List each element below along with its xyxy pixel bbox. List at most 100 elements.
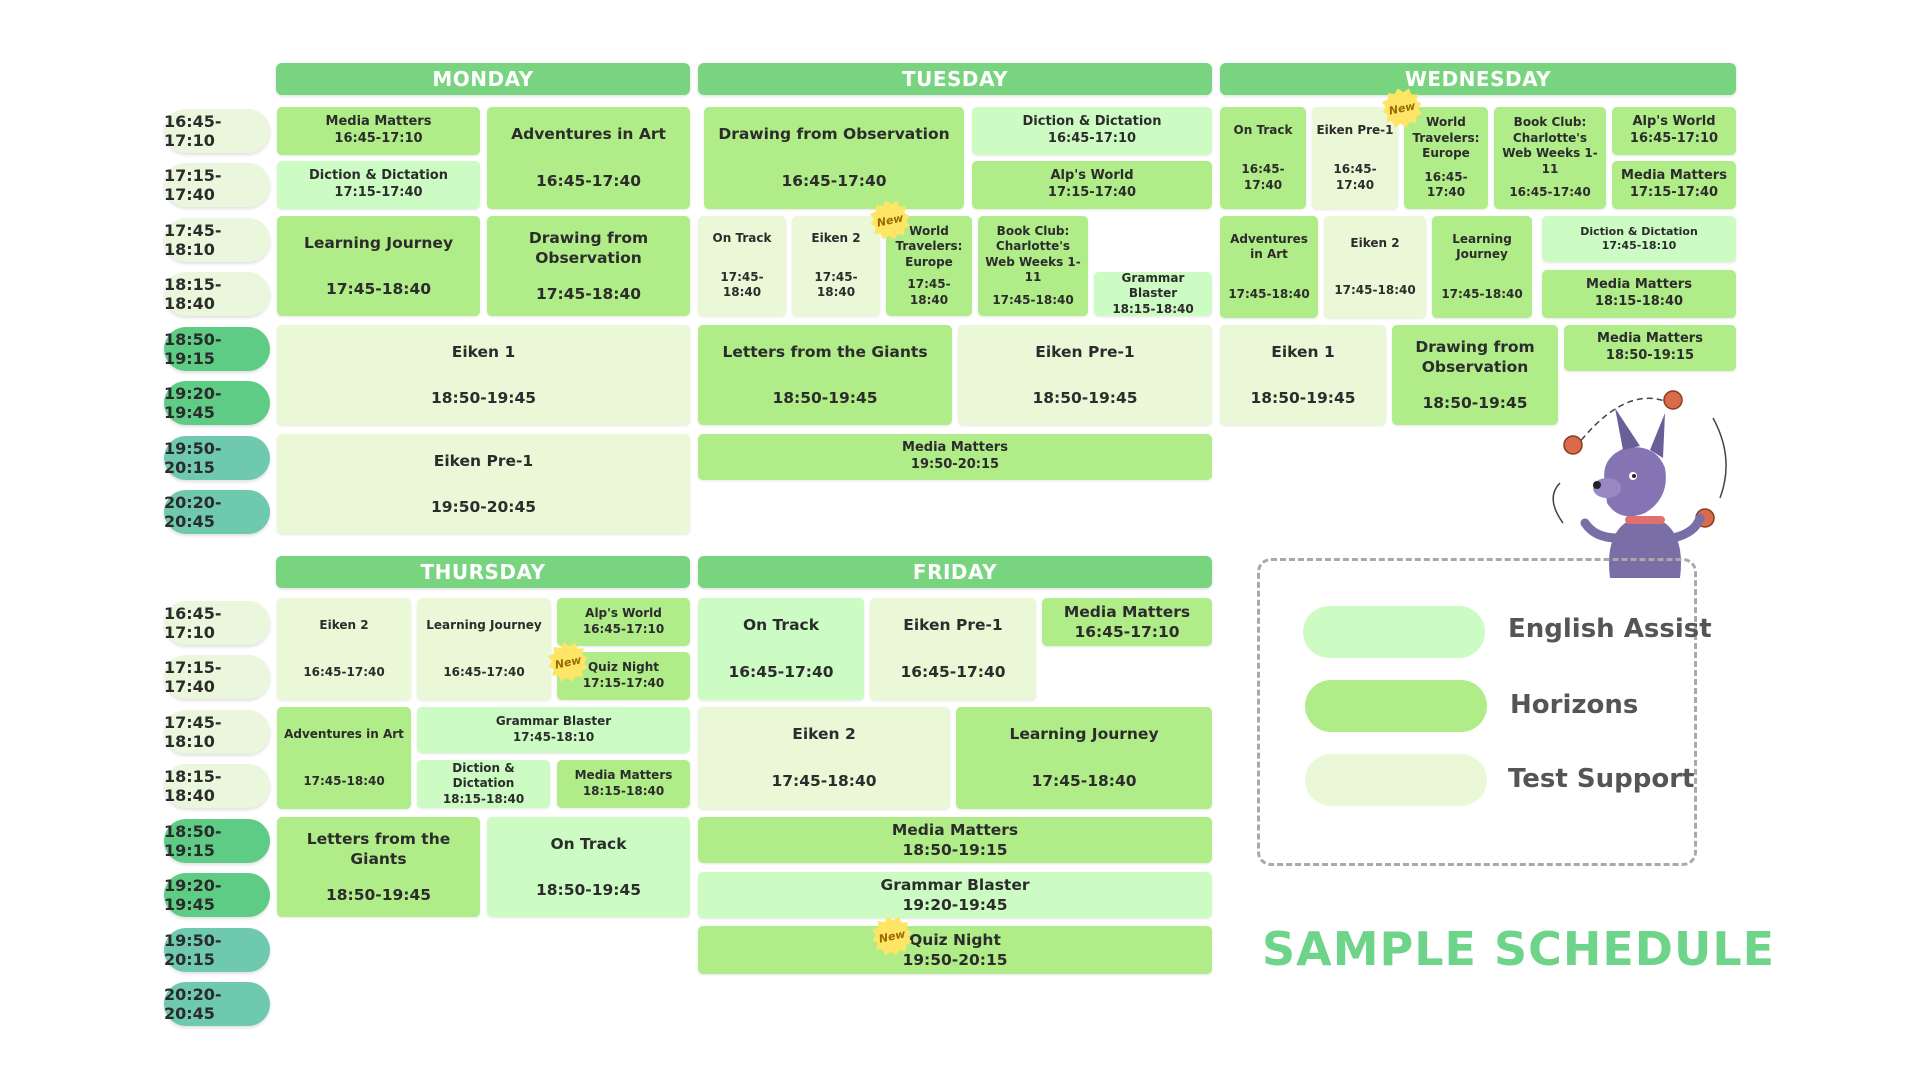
class-media-matters[interactable]: Media Matters 19:50-20:15 [698,434,1212,480]
class-book-club[interactable]: Book Club: Charlotte's Web Weeks 1-11 16… [1494,107,1606,209]
class-time: 18:50-19:15 [1605,348,1695,363]
time-slot: 16:45-17:10 [164,601,270,645]
legend-box [1257,558,1697,866]
class-eiken-2[interactable]: Eiken 2 17:45-18:40 [792,216,880,316]
class-title: World Travelers: Europe [895,223,963,269]
class-letters-from-the-giants[interactable]: Letters from the Giants 18:50-19:45 [698,325,952,425]
class-title: Adventures in Art [1230,231,1308,262]
class-media-matters[interactable]: Media Matters 16:45-17:10 [1042,598,1212,646]
class-time: 18:50-19:45 [325,885,432,904]
class-time: 18:50-19:45 [772,388,878,407]
class-diction-dictation[interactable]: Diction & Dictation 16:45-17:10 [972,107,1212,155]
class-media-matters[interactable]: Media Matters 18:15-18:40 [1542,270,1736,318]
legend-swatch-horizons [1305,680,1487,732]
class-title: Diction & Dictation [452,760,515,791]
time-slot: 18:15-18:40 [164,272,270,316]
class-media-matters[interactable]: Media Matters 18:15-18:40 [557,760,690,808]
legend-label-english-assist: English Assist [1508,614,1712,644]
class-grammar-blaster[interactable]: Grammar Blaster 18:15-18:40 [1094,272,1212,316]
legend-label-test-support: Test Support [1508,764,1695,794]
class-diction-dictation[interactable]: Diction & Dictation 18:15-18:40 [417,760,550,808]
time-slot: 20:20-20:45 [164,982,270,1026]
class-time: 16:45-17:40 [1424,169,1468,200]
class-eiken-pre-1[interactable]: Eiken Pre-1 16:45-17:40 [1312,107,1398,209]
class-learning-journey[interactable]: Learning Journey 17:45-18:40 [956,707,1212,809]
class-title: On Track [742,616,820,635]
class-eiken-1[interactable]: Eiken 1 18:50-19:45 [1220,325,1386,425]
class-time: 17:45-18:40 [1441,286,1523,301]
time-slot: 17:45-18:10 [164,710,270,754]
class-media-matters[interactable]: Media Matters 16:45-17:10 [277,107,480,155]
class-alps-world[interactable]: Alp's World 16:45-17:10 [1612,107,1736,155]
class-eiken-2[interactable]: Eiken 2 17:45-18:40 [1324,216,1426,318]
class-on-track[interactable]: On Track 17:45-18:40 [698,216,786,316]
class-title: Adventures in Art [284,726,404,741]
class-time: 17:45-18:40 [907,277,951,307]
class-title: Eiken 1 [451,342,516,361]
class-title: Media Matters [325,114,432,130]
class-title: Book Club: Charlotte's Web Weeks 1-11 [985,223,1081,285]
class-media-matters[interactable]: Media Matters 17:15-17:40 [1612,161,1736,209]
time-slot: 18:50-19:15 [164,327,270,371]
class-alps-world[interactable]: Alp's World 16:45-17:10 [557,598,690,646]
class-adventures-in-art[interactable]: Adventures in Art 17:45-18:40 [277,707,411,809]
class-time: 16:45-17:40 [728,663,834,682]
class-learning-journey[interactable]: Learning Journey 17:45-18:40 [277,216,480,316]
class-adventures-in-art[interactable]: Adventures in Art 16:45-17:40 [487,107,690,209]
class-title: Eiken 2 [792,725,856,744]
class-learning-journey[interactable]: Learning Journey 16:45-17:40 [417,598,551,700]
class-world-travelers-europe[interactable]: World Travelers: Europe 17:45-18:40 [886,216,972,316]
class-grammar-blaster[interactable]: Grammar Blaster 17:45-18:10 [417,707,690,753]
class-book-club[interactable]: Book Club: Charlotte's Web Weeks 1-11 17… [978,216,1088,316]
legend-label-horizons: Horizons [1510,690,1639,720]
class-title: Book Club: Charlotte's Web Weeks 1-11 [1502,115,1598,176]
class-media-matters[interactable]: Media Matters 18:50-19:15 [698,817,1212,863]
class-title: Eiken 2 [811,231,861,246]
class-diction-dictation[interactable]: Diction & Dictation 17:45-18:10 [1542,216,1736,262]
class-drawing-from-observation[interactable]: Drawing from Observation 16:45-17:40 [704,107,964,209]
class-time: 17:45-18:40 [303,773,385,788]
class-time: 17:45-18:40 [814,269,858,300]
class-on-track[interactable]: On Track 18:50-19:45 [487,817,690,917]
class-eiken-2[interactable]: Eiken 2 16:45-17:40 [277,598,411,700]
class-time: 16:45-17:10 [1047,131,1137,146]
class-time: 18:50-19:45 [1422,393,1528,412]
class-title: Adventures in Art [511,125,666,144]
class-grammar-blaster[interactable]: Grammar Blaster 19:20-19:45 [698,872,1212,918]
class-time: 16:45-17:10 [1074,623,1180,641]
class-drawing-from-observation[interactable]: Drawing from Observation 17:45-18:40 [487,216,690,316]
class-eiken-1[interactable]: Eiken 1 18:50-19:45 [277,325,690,425]
class-time: 16:45-17:10 [582,622,665,636]
time-slot: 17:45-18:10 [164,218,270,262]
class-title: Learning Journey [303,233,454,252]
class-title: Eiken 2 [1350,235,1400,250]
class-time: 16:45-17:40 [443,664,525,679]
class-eiken-2[interactable]: Eiken 2 17:45-18:40 [698,707,950,809]
class-diction-dictation[interactable]: Diction & Dictation 17:15-17:40 [277,161,480,209]
class-learning-journey[interactable]: Learning Journey 17:45-18:40 [1432,216,1532,318]
class-world-travelers-europe[interactable]: World Travelers: Europe 16:45-17:40 [1404,107,1488,209]
class-letters-from-the-giants[interactable]: Letters from the Giants 18:50-19:45 [277,817,480,917]
class-on-track[interactable]: On Track 16:45-17:40 [1220,107,1306,209]
class-alps-world[interactable]: Alp's World 17:15-17:40 [972,161,1212,209]
class-time: 18:50-19:15 [902,841,1008,859]
class-eiken-pre-1[interactable]: Eiken Pre-1 19:50-20:45 [277,434,690,534]
class-title: Eiken Pre-1 [433,451,534,470]
class-time: 18:15-18:40 [1112,301,1194,316]
class-drawing-from-observation[interactable]: Drawing from Observation 18:50-19:45 [1392,325,1558,425]
class-title: Learning Journey [1009,725,1159,744]
class-title: Drawing from Observation [1415,337,1535,377]
class-title: Diction & Dictation [309,168,448,184]
class-time: 16:45-17:40 [303,664,385,679]
class-title: Alp's World [1632,114,1716,130]
class-adventures-in-art[interactable]: Adventures in Art 17:45-18:40 [1220,216,1318,318]
class-time: 17:45-18:40 [325,279,432,298]
legend-swatch-test-support [1305,754,1487,806]
class-eiken-pre-1[interactable]: Eiken Pre-1 16:45-17:40 [870,598,1036,700]
class-quiz-night[interactable]: Quiz Night 19:50-20:15 [698,926,1212,974]
class-on-track[interactable]: On Track 16:45-17:40 [698,598,864,700]
class-time: 16:45-17:40 [900,663,1006,682]
class-eiken-pre-1[interactable]: Eiken Pre-1 18:50-19:45 [958,325,1212,425]
time-slot: 19:20-19:45 [164,873,270,917]
class-media-matters[interactable]: Media Matters 18:50-19:15 [1564,325,1736,371]
